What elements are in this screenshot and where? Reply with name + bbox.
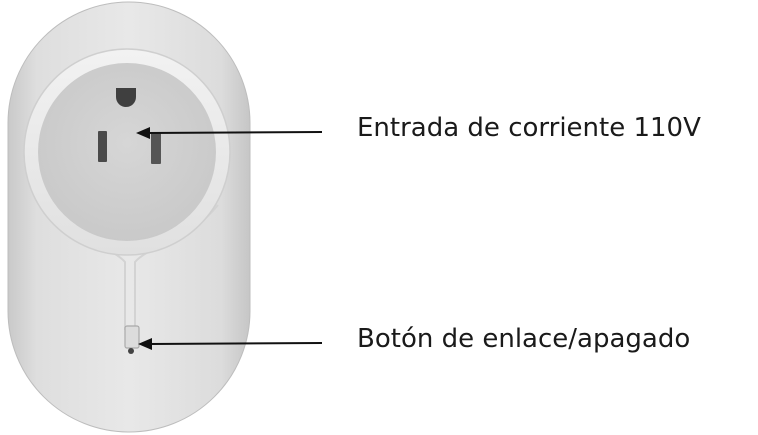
callout-arrow-outlet — [136, 127, 323, 139]
callout-label-outlet: Entrada de corriente 110V — [357, 113, 701, 143]
outlet-slot-right-icon — [151, 132, 161, 164]
ground-hole-icon — [116, 88, 136, 107]
callout-label-button: Botón de enlace/apagado — [357, 324, 691, 354]
outlet-slot-left-icon — [98, 131, 107, 162]
callout-arrow-button — [138, 338, 323, 350]
link-power-button — [124, 325, 140, 349]
status-led-icon — [128, 348, 134, 354]
outlet-face — [38, 63, 216, 241]
